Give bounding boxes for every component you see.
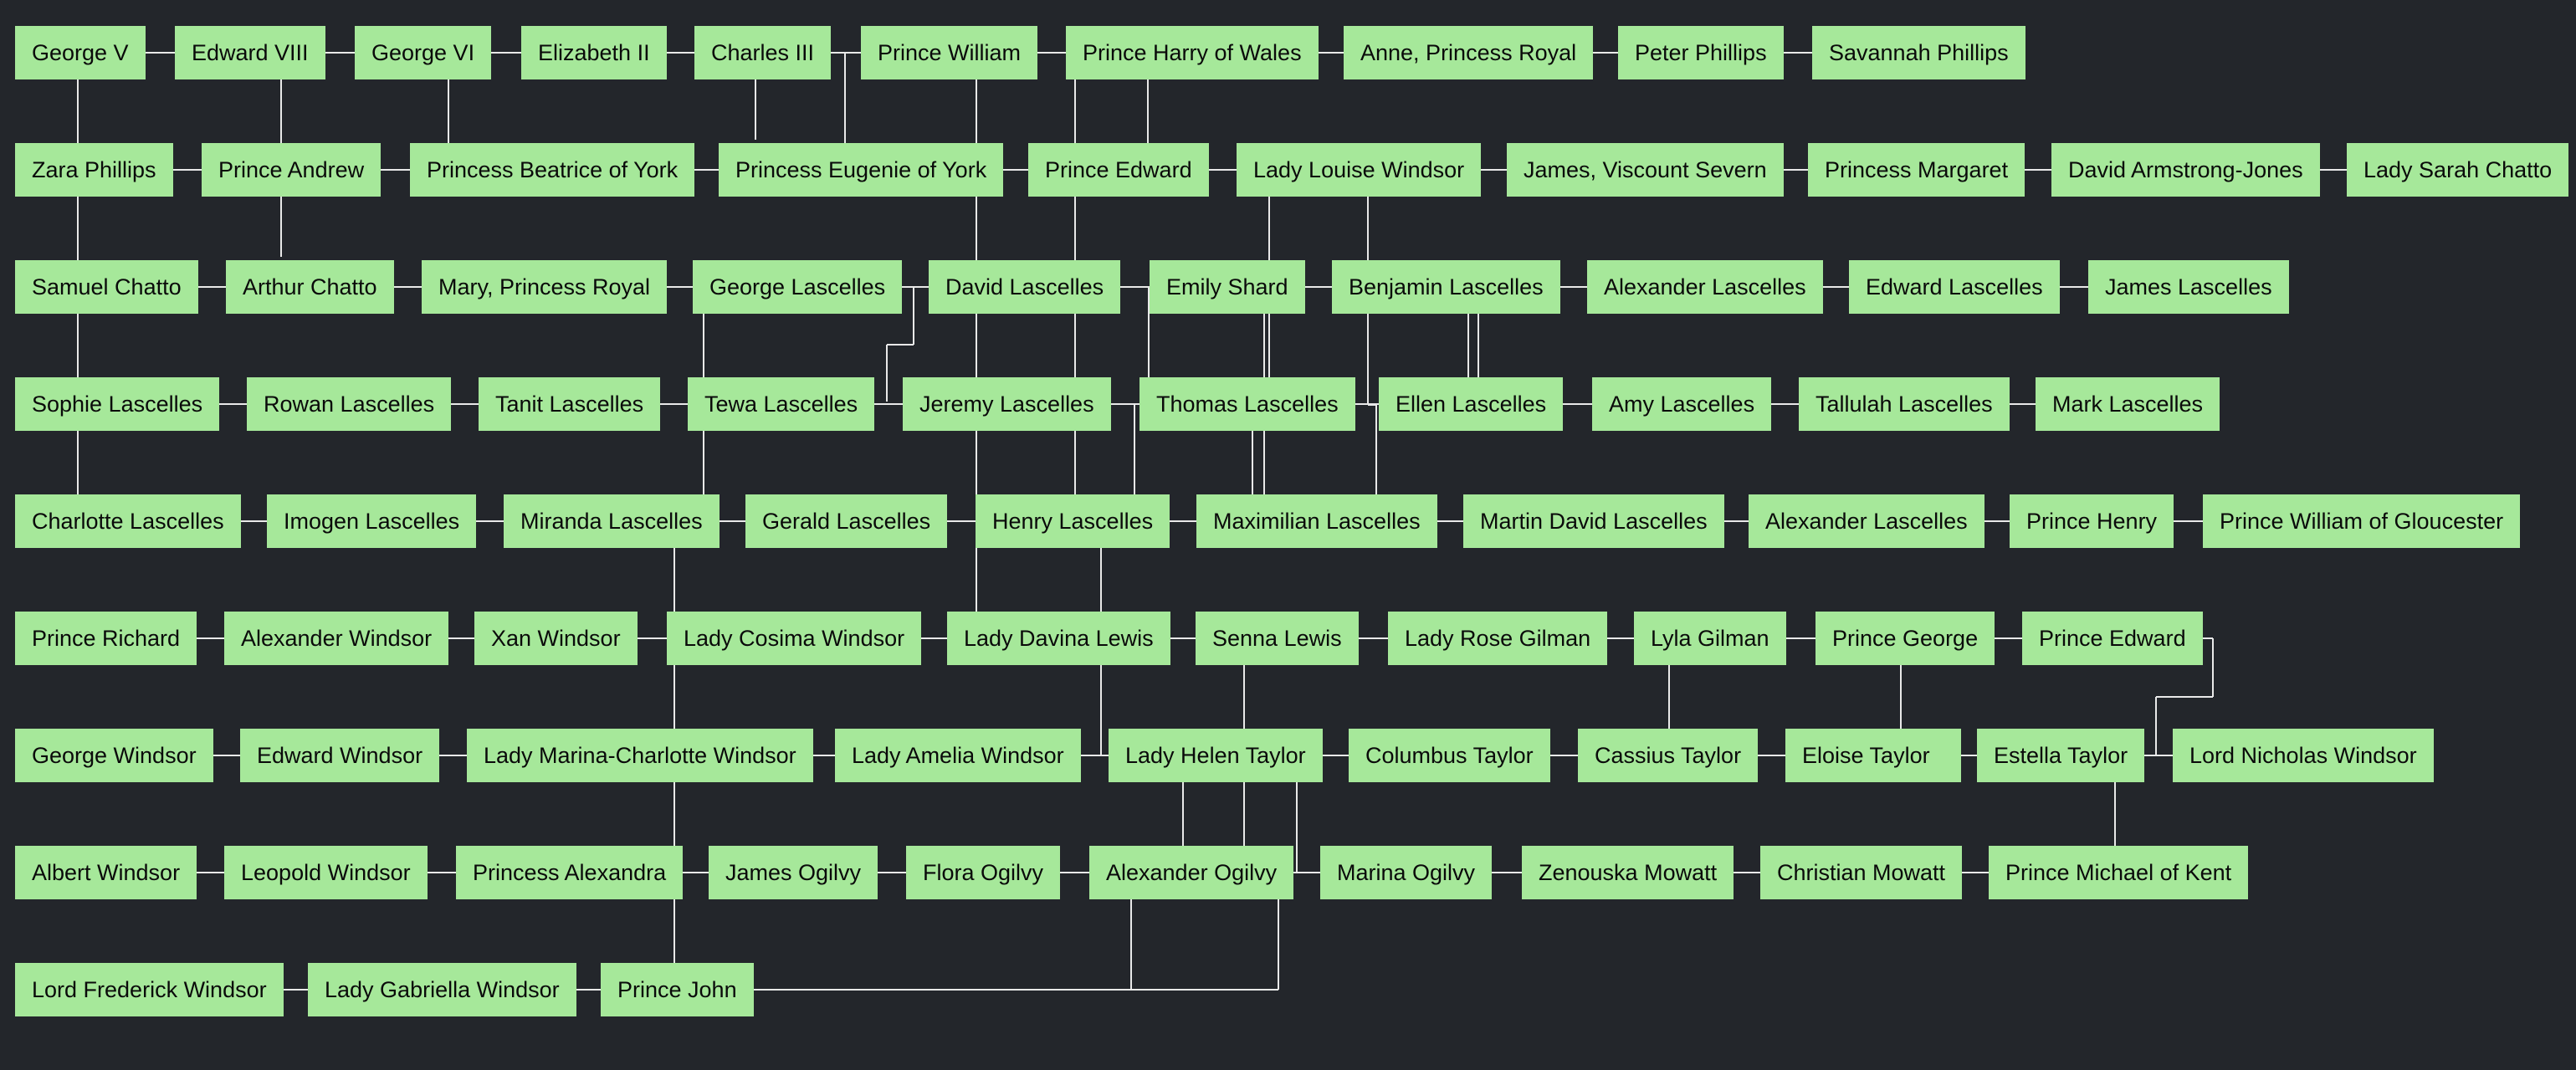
person-node[interactable]: Martin David Lascelles: [1463, 494, 1724, 548]
person-node[interactable]: Miranda Lascelles: [504, 494, 720, 548]
person-node[interactable]: Zenouska Mowatt: [1522, 846, 1734, 899]
person-node[interactable]: Prince Edward: [1028, 143, 1209, 197]
person-node[interactable]: Lady Gabriella Windsor: [308, 963, 576, 1016]
person-node[interactable]: Zara Phillips: [15, 143, 173, 197]
person-node[interactable]: Lady Davina Lewis: [947, 612, 1170, 665]
person-node[interactable]: Thomas Lascelles: [1139, 377, 1355, 431]
person-node[interactable]: Lady Sarah Chatto: [2347, 143, 2569, 197]
person-node[interactable]: James Ogilvy: [709, 846, 878, 899]
person-node[interactable]: Maximilian Lascelles: [1196, 494, 1437, 548]
person-node[interactable]: George Lascelles: [693, 260, 903, 314]
person-node[interactable]: Prince Richard: [15, 612, 197, 665]
person-node[interactable]: Eloise Taylor: [1785, 729, 1961, 782]
person-node[interactable]: Edward VIII: [175, 26, 325, 79]
person-node[interactable]: Tallulah Lascelles: [1799, 377, 2010, 431]
person-node[interactable]: Columbus Taylor: [1349, 729, 1550, 782]
person-node[interactable]: Lyla Gilman: [1634, 612, 1786, 665]
person-node[interactable]: Rowan Lascelles: [247, 377, 452, 431]
person-node[interactable]: Samuel Chatto: [15, 260, 198, 314]
person-node[interactable]: Marina Ogilvy: [1320, 846, 1493, 899]
person-node[interactable]: Charlotte Lascelles: [15, 494, 241, 548]
person-node[interactable]: Elizabeth II: [521, 26, 667, 79]
person-node[interactable]: Alexander Lascelles: [1749, 494, 1984, 548]
person-node[interactable]: Lady Cosima Windsor: [667, 612, 922, 665]
person-node[interactable]: David Armstrong-Jones: [2051, 143, 2320, 197]
person-node[interactable]: Princess Eugenie of York: [719, 143, 1004, 197]
person-node[interactable]: Lord Nicholas Windsor: [2173, 729, 2434, 782]
person-node[interactable]: Prince William: [861, 26, 1038, 79]
person-node[interactable]: Tanit Lascelles: [479, 377, 661, 431]
person-node[interactable]: James, Viscount Severn: [1507, 143, 1784, 197]
person-node[interactable]: Benjamin Lascelles: [1332, 260, 1560, 314]
person-node[interactable]: Princess Margaret: [1808, 143, 2025, 197]
person-node[interactable]: Edward Windsor: [240, 729, 440, 782]
person-node[interactable]: Anne, Princess Royal: [1344, 26, 1594, 79]
person-node[interactable]: James Lascelles: [2088, 260, 2289, 314]
person-node[interactable]: Alexander Windsor: [224, 612, 449, 665]
person-node[interactable]: Xan Windsor: [474, 612, 638, 665]
person-node[interactable]: Prince William of Gloucester: [2203, 494, 2521, 548]
person-node[interactable]: David Lascelles: [929, 260, 1121, 314]
person-node[interactable]: Sophie Lascelles: [15, 377, 220, 431]
person-node[interactable]: Tewa Lascelles: [688, 377, 875, 431]
person-node[interactable]: Lady Rose Gilman: [1388, 612, 1608, 665]
person-node[interactable]: George VI: [355, 26, 492, 79]
person-node[interactable]: George Windsor: [15, 729, 213, 782]
person-node[interactable]: Mark Lascelles: [2036, 377, 2220, 431]
person-node[interactable]: Prince George: [1815, 612, 1995, 665]
person-node[interactable]: Prince Edward: [2022, 612, 2203, 665]
person-node[interactable]: Emily Shard: [1150, 260, 1305, 314]
person-node[interactable]: Lady Louise Windsor: [1237, 143, 1482, 197]
person-node[interactable]: Alexander Lascelles: [1587, 260, 1823, 314]
person-node[interactable]: Princess Beatrice of York: [410, 143, 695, 197]
person-node[interactable]: Ellen Lascelles: [1379, 377, 1564, 431]
person-node[interactable]: Savannah Phillips: [1812, 26, 2025, 79]
person-node[interactable]: Senna Lewis: [1196, 612, 1359, 665]
person-node[interactable]: Flora Ogilvy: [906, 846, 1061, 899]
person-node[interactable]: Arthur Chatto: [226, 260, 394, 314]
person-node[interactable]: Leopold Windsor: [224, 846, 428, 899]
person-node[interactable]: Amy Lascelles: [1592, 377, 1772, 431]
person-node[interactable]: Peter Phillips: [1618, 26, 1784, 79]
person-node[interactable]: Jeremy Lascelles: [903, 377, 1111, 431]
person-node[interactable]: Prince Andrew: [202, 143, 382, 197]
person-node[interactable]: Edward Lascelles: [1849, 260, 2060, 314]
person-node[interactable]: Christian Mowatt: [1760, 846, 1963, 899]
person-node[interactable]: Prince Henry: [2010, 494, 2174, 548]
person-node[interactable]: Charles III: [694, 26, 832, 79]
person-node[interactable]: Imogen Lascelles: [267, 494, 477, 548]
person-node[interactable]: Lady Amelia Windsor: [835, 729, 1081, 782]
person-node[interactable]: Lady Helen Taylor: [1109, 729, 1323, 782]
person-node[interactable]: Prince Michael of Kent: [1989, 846, 2249, 899]
person-node[interactable]: Lady Marina-Charlotte Windsor: [467, 729, 813, 782]
person-node[interactable]: Princess Alexandra: [456, 846, 684, 899]
person-node[interactable]: Lord Frederick Windsor: [15, 963, 284, 1016]
person-node[interactable]: Alexander Ogilvy: [1089, 846, 1294, 899]
person-node[interactable]: Prince Harry of Wales: [1066, 26, 1319, 79]
person-node[interactable]: George V: [15, 26, 146, 79]
person-node[interactable]: Henry Lascelles: [976, 494, 1170, 548]
person-node[interactable]: Albert Windsor: [15, 846, 197, 899]
person-node[interactable]: Estella Taylor: [1977, 729, 2145, 782]
person-node[interactable]: Prince John: [601, 963, 754, 1016]
person-node[interactable]: Gerald Lascelles: [745, 494, 948, 548]
person-node[interactable]: Cassius Taylor: [1578, 729, 1759, 782]
person-node[interactable]: Mary, Princess Royal: [422, 260, 668, 314]
